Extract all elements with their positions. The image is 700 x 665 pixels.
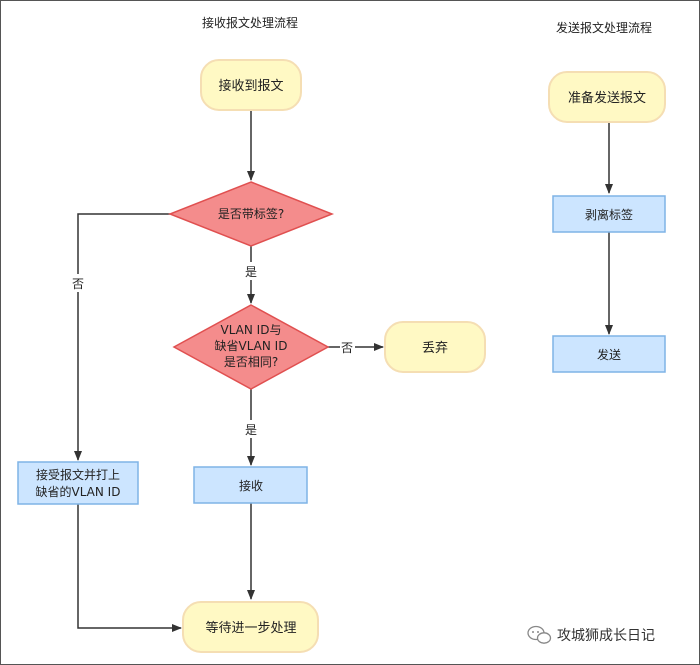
- node-accept-with-tag: 接受报文并打上 缺省的VLAN ID: [17, 461, 139, 505]
- node-decision-vlan-line2: 缺省VLAN ID: [215, 338, 288, 353]
- node-strip-tag-label: 剥离标签: [585, 207, 633, 222]
- node-receive-start: 接收到报文: [200, 59, 302, 111]
- label-no-left: 否: [72, 277, 84, 291]
- edge-tagged-no: [74, 213, 170, 461]
- node-accept-label: 接收: [239, 478, 263, 493]
- node-decision-vlan-line3: 是否相同?: [224, 355, 278, 369]
- node-decision-tagged: 是否带标签?: [167, 181, 335, 247]
- node-discard-label: 丢弃: [422, 341, 448, 356]
- label-no-vlan: 否: [341, 341, 353, 355]
- node-discard: 丢弃: [384, 321, 486, 373]
- edge-accepttag-to-end: [77, 504, 182, 632]
- node-receive-start-label: 接收到报文: [218, 78, 283, 94]
- wechat-icon: [527, 625, 552, 644]
- node-await-processing: 等待进一步处理: [182, 601, 319, 653]
- watermark-text: 攻城狮成长日记: [557, 628, 655, 644]
- node-accept: 接收: [193, 466, 308, 504]
- node-accept-with-tag-line1: 接受报文并打上: [36, 467, 120, 482]
- node-send-label: 发送: [597, 347, 621, 362]
- node-send-start-label: 准备发送报文: [568, 90, 646, 106]
- node-decision-tagged-label: 是否带标签?: [218, 206, 284, 221]
- node-await-processing-label: 等待进一步处理: [205, 620, 296, 636]
- node-send: 发送: [552, 335, 666, 373]
- node-send-start: 准备发送报文: [548, 71, 666, 123]
- node-strip-tag: 剥离标签: [552, 195, 666, 233]
- node-accept-with-tag-line2: 缺省的VLAN ID: [36, 484, 121, 499]
- label-yes-vlan: 是: [245, 423, 257, 437]
- node-decision-vlan: VLAN ID与 缺省VLAN ID 是否相同?: [172, 304, 330, 390]
- label-yes-tagged: 是: [245, 265, 257, 279]
- send-flow-title: 发送报文处理流程: [556, 20, 652, 35]
- node-decision-vlan-line1: VLAN ID与: [221, 323, 282, 337]
- receive-flow-title: 接收报文处理流程: [202, 15, 298, 30]
